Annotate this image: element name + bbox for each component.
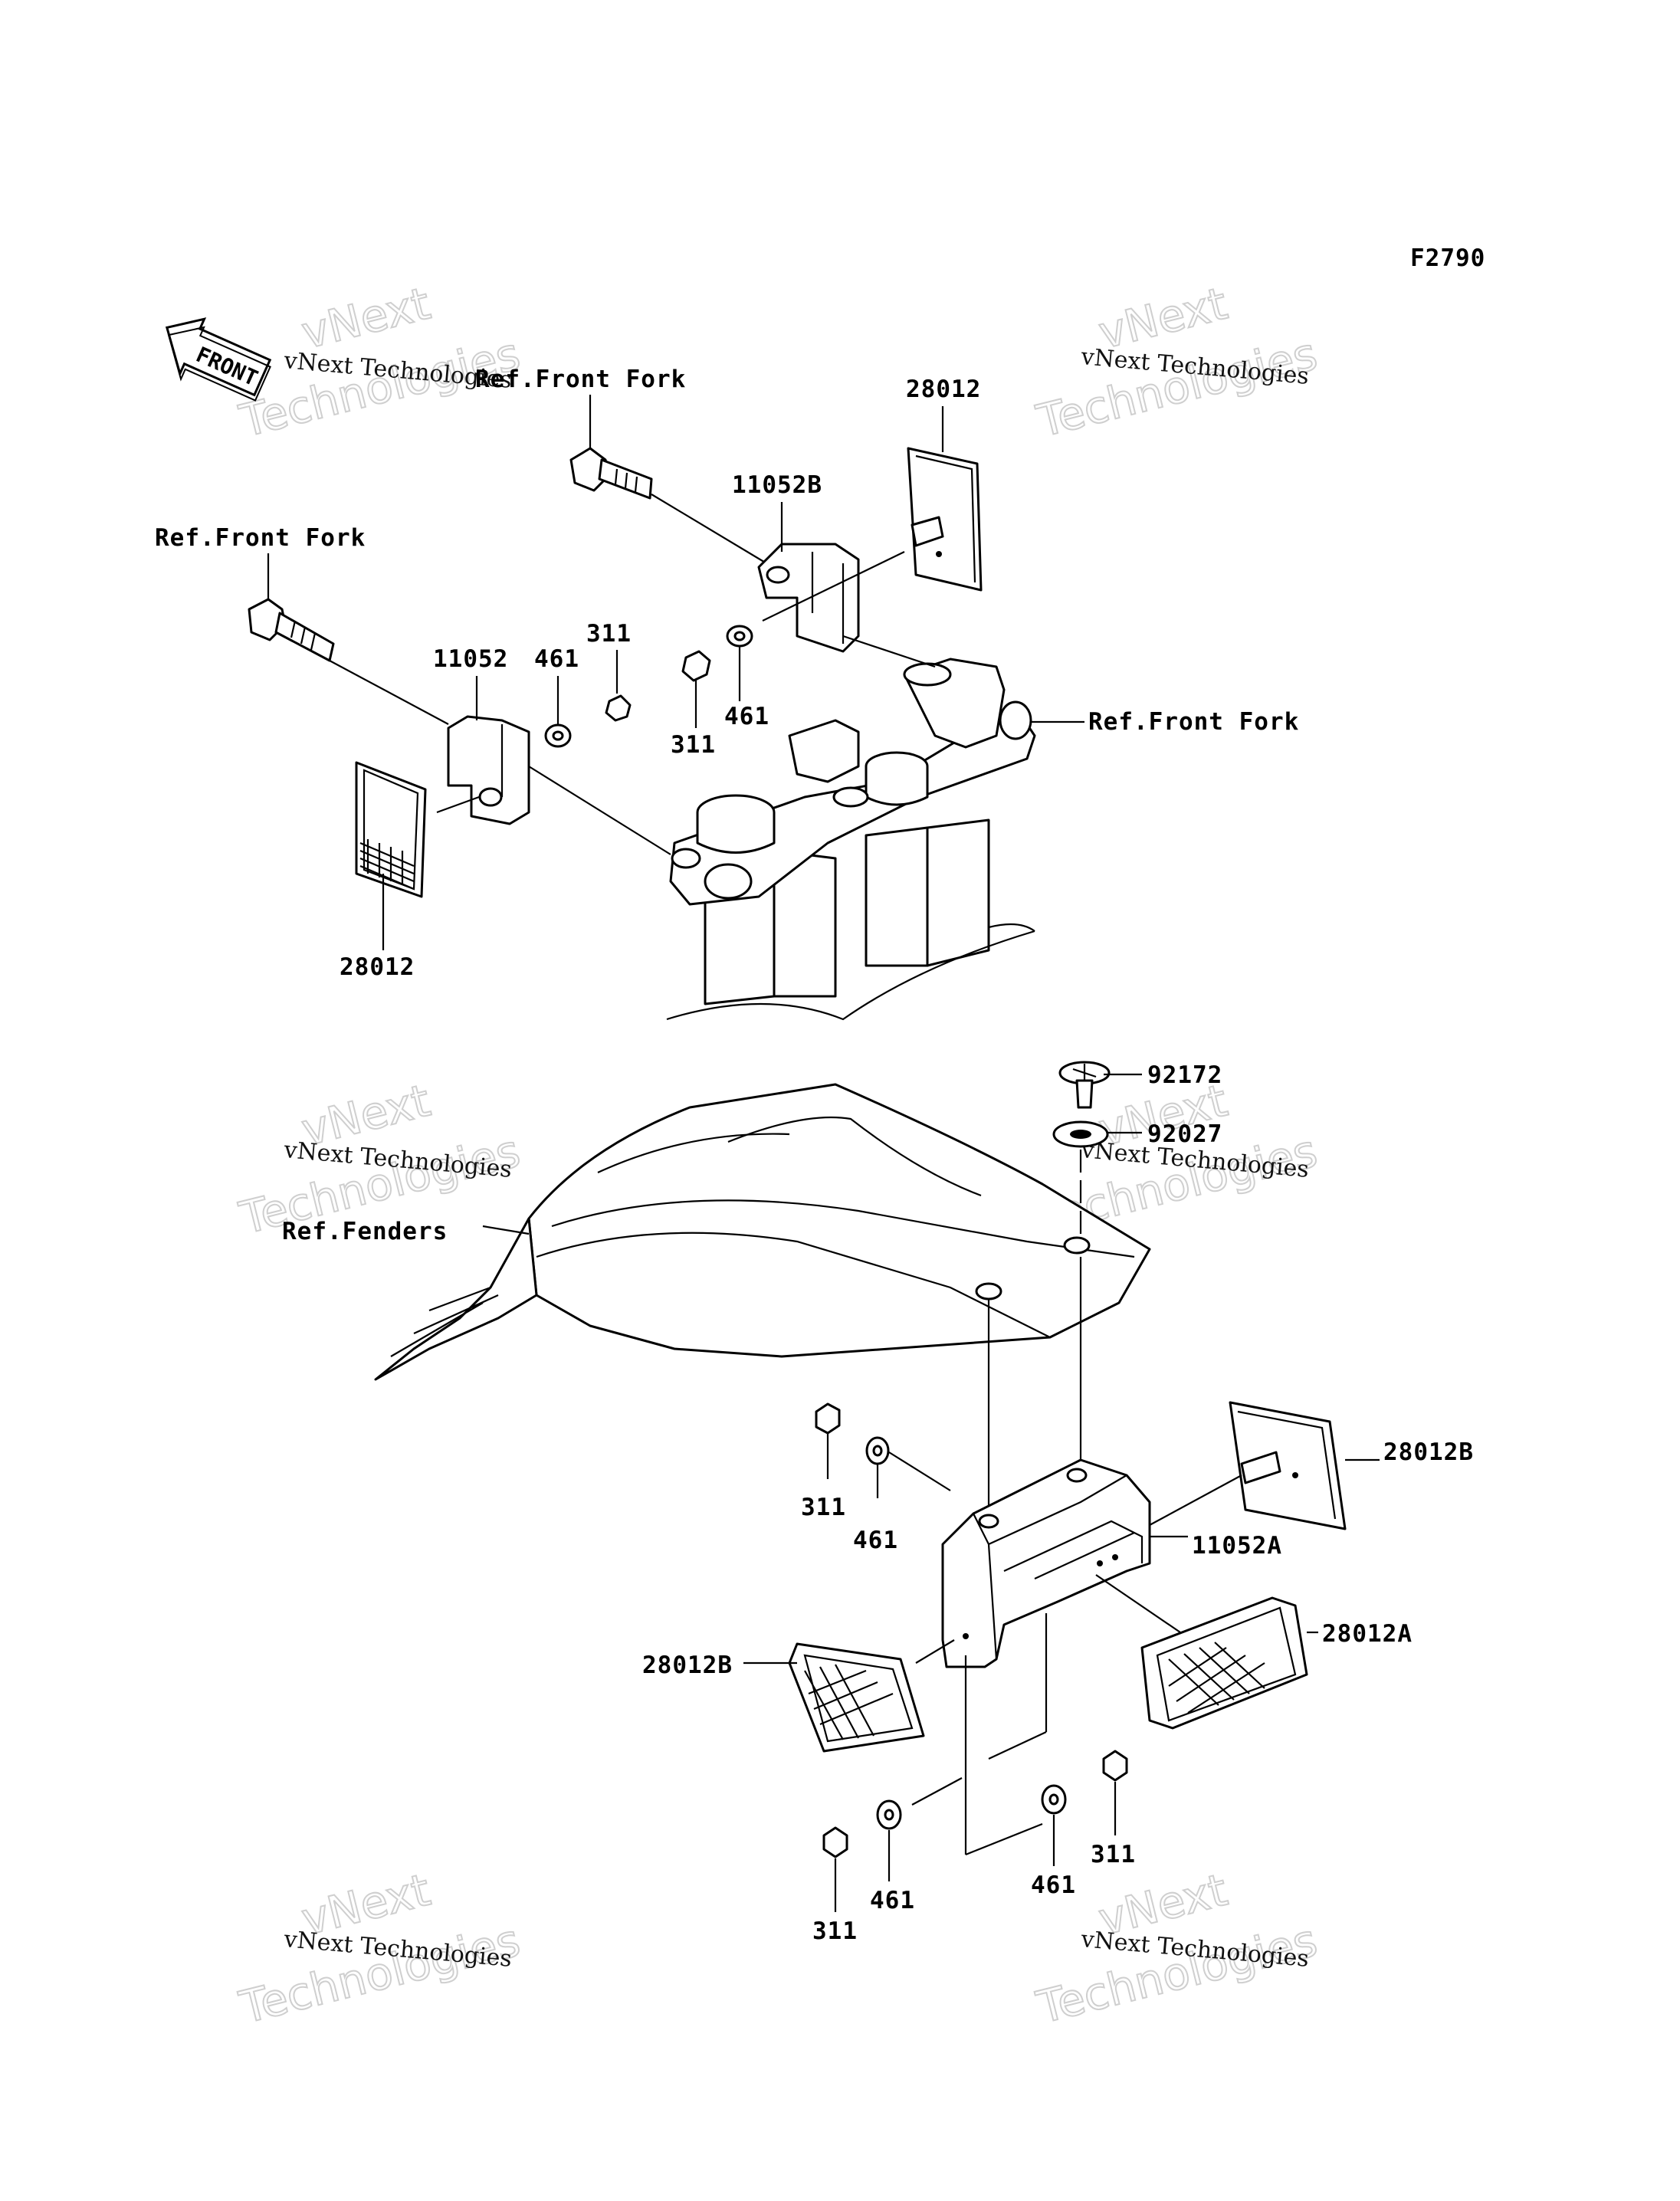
washer-461-lower-left [876,1799,902,1830]
label-311-b: 311 [671,731,716,759]
bracket-11052 [447,715,530,825]
rear-fender [374,1083,1151,1381]
nut-311-lower-right [1102,1750,1128,1782]
label-461-a: 461 [534,645,579,673]
label-28012a: 28012A [1322,1620,1413,1648]
watermark-big-2: Technologies [235,1914,525,2033]
label-311-d: 311 [812,1917,858,1945]
leader [329,660,449,725]
leader [915,1639,955,1664]
label-28012-top: 28012 [906,376,981,403]
leader [1095,1574,1181,1633]
label-11052b: 11052B [732,471,822,499]
label-461-d: 461 [870,1887,915,1914]
washer-461-upper [865,1436,890,1465]
washer-92027 [1052,1120,1109,1148]
bolt-left [248,598,335,662]
leader [888,1451,951,1491]
reflector-28012b-right [1229,1401,1347,1530]
label-ref-front-fork-top: Ref.Front Fork [475,366,686,393]
watermark-big-1: vNext [297,277,435,359]
bracket-11052a [941,1458,1151,1668]
bolt-upper [569,447,653,500]
reflector-28012a [1140,1596,1308,1730]
label-11052: 11052 [433,645,508,673]
watermark-bottom-left: vNext Technologies vNext Technologies [234,1863,526,2035]
reflector-28012-left [355,761,427,898]
leader [651,494,767,564]
label-28012b-left: 28012B [642,1652,733,1679]
label-461-c: 461 [853,1527,898,1554]
watermark-big-2: Technologies [1032,1914,1322,2033]
watermark-big-2: Technologies [1032,327,1322,447]
leader [842,635,936,668]
label-311-c: 311 [801,1494,846,1521]
reflector-28012-top [907,447,983,592]
label-92172: 92172 [1147,1061,1222,1089]
label-311-e: 311 [1091,1841,1136,1868]
label-11052a: 11052A [1192,1532,1282,1560]
leader [965,1822,1043,1856]
label-28012b-right: 28012B [1383,1438,1474,1466]
label-311-a: 311 [586,620,632,648]
leader [528,766,671,855]
watermark-top-left: vNext Technologies vNext Technologies [234,277,526,448]
nut-311-lower-left [822,1826,848,1858]
screw-92172 [1058,1061,1111,1109]
nut-311-upper [815,1402,841,1435]
label-461-e: 461 [1031,1871,1076,1899]
leader [1149,1474,1242,1526]
label-ref-fenders: Ref.Fenders [282,1218,448,1245]
leader [482,1225,530,1235]
leader [762,551,905,622]
reflector-28012b-left [788,1642,925,1753]
label-92027: 92027 [1147,1120,1222,1148]
label-28012-left: 28012 [340,953,415,981]
washer-461-left [544,723,572,748]
front-direction-arrow-icon: FRONT [165,317,272,402]
nut-311-left [605,694,632,722]
figure-code: F2790 [1410,244,1485,272]
watermark-top-right: vNext Technologies vNext Technologies [1031,277,1323,448]
label-ref-front-fork-right: Ref.Front Fork [1088,708,1299,736]
nut-311-mid [681,650,711,682]
front-fork-assembly [666,658,1036,1021]
label-ref-front-fork-left: Ref.Front Fork [155,524,366,552]
leader [911,1777,963,1806]
leader [988,1731,1047,1760]
label-461-b: 461 [724,703,769,730]
leader [436,795,480,814]
washer-461-mid [726,625,753,648]
washer-461-lower-right [1041,1784,1067,1815]
